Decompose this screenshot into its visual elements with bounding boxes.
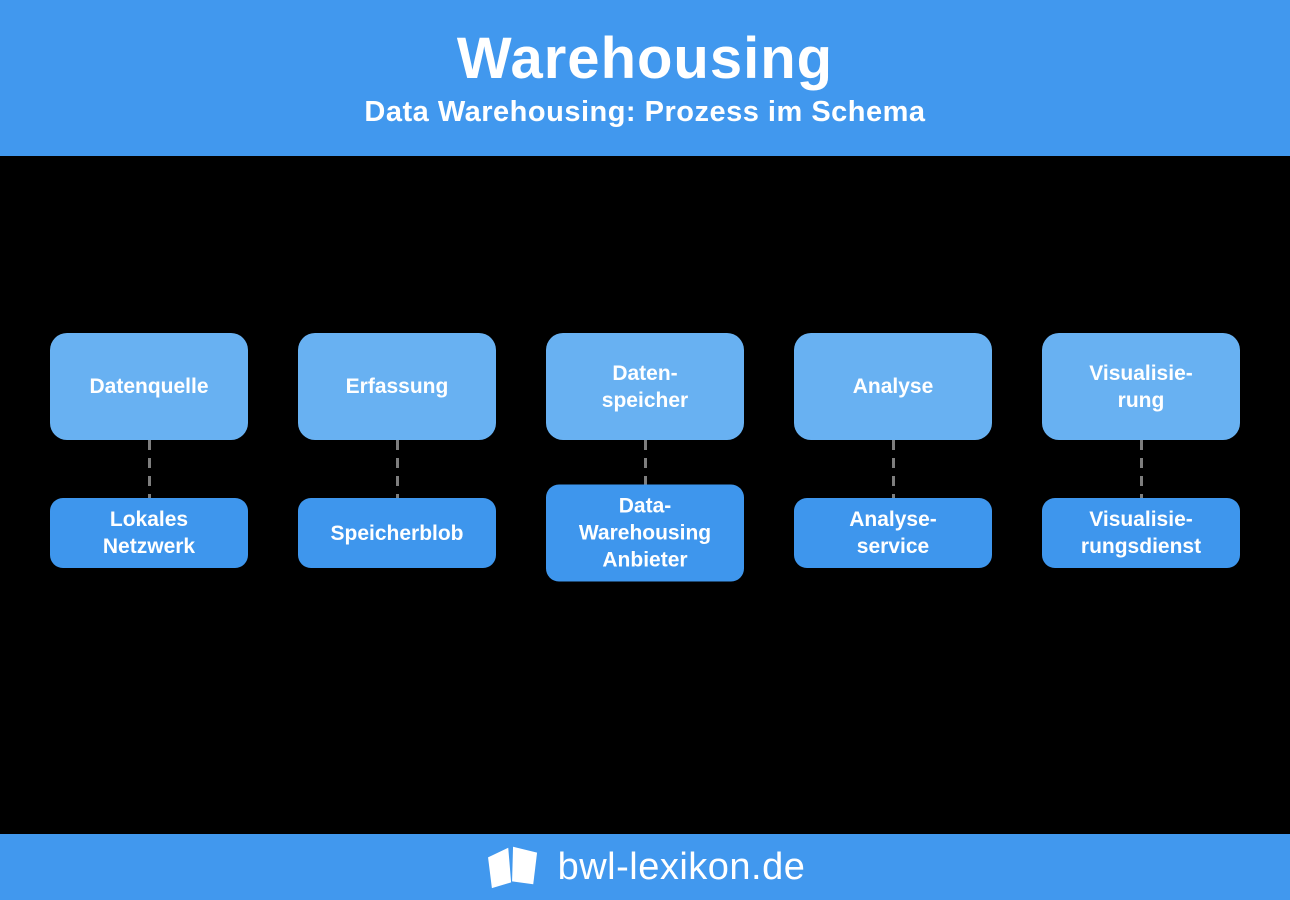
implementation-box: Data- Warehousing Anbieter	[546, 484, 744, 582]
implementation-label: Speicherblob	[330, 521, 464, 545]
process-columns: Datenquelle Lokales Netzwerk Erfassung S…	[50, 333, 1240, 582]
process-stage-label: Datenquelle	[89, 375, 209, 398]
process-stage-box: Datenquelle	[50, 333, 248, 440]
implementation-label: Visualisie- rungsdienst	[1080, 508, 1202, 558]
implementation-box: Speicherblob	[298, 498, 496, 568]
process-stage-box: Visualisie- rung	[1042, 333, 1240, 440]
header-banner: Warehousing Data Warehousing: Prozess im…	[0, 0, 1290, 156]
process-column-analyse: Analyse Analyse- service	[794, 333, 992, 568]
implementation-box: Visualisie- rungsdienst	[1042, 498, 1240, 568]
connector-dashed-line	[147, 440, 151, 533]
process-column-datenspeicher: Daten- speicher Data- Warehousing Anbiet…	[546, 333, 744, 582]
process-stage-label: Analyse	[852, 375, 934, 398]
process-stage-box: Analyse	[794, 333, 992, 440]
connector-dashed-line	[891, 440, 895, 533]
page-subtitle: Data Warehousing: Prozess im Schema	[364, 96, 926, 129]
process-stage-box: Daten- speicher	[546, 333, 744, 440]
process-column-erfassung: Erfassung Speicherblob	[298, 333, 496, 568]
footer-banner: bwl-lexikon.de	[0, 834, 1290, 900]
page-title: Warehousing	[456, 25, 834, 91]
process-column-visualisierung: Visualisie- rung Visualisie- rungsdienst	[1042, 333, 1240, 568]
diagram-area: Datenquelle Lokales Netzwerk Erfassung S…	[0, 156, 1290, 834]
implementation-label: Analyse- service	[849, 508, 937, 558]
connector-dashed-line	[1139, 440, 1143, 533]
implementation-box: Analyse- service	[794, 498, 992, 568]
process-stage-label: Daten- speicher	[601, 361, 689, 412]
process-stage-box: Erfassung	[298, 333, 496, 440]
process-stage-label: Erfassung	[345, 375, 449, 398]
implementation-label: Lokales Netzwerk	[102, 508, 196, 558]
process-column-datenquelle: Datenquelle Lokales Netzwerk	[50, 333, 248, 568]
implementation-box: Lokales Netzwerk	[50, 498, 248, 568]
implementation-label: Data- Warehousing Anbieter	[578, 494, 712, 572]
process-stage-label: Visualisie- rung	[1089, 361, 1193, 412]
open-book-icon	[485, 842, 543, 892]
connector-dashed-line	[395, 440, 399, 533]
brand-wordmark: bwl-lexikon.de	[557, 845, 806, 888]
